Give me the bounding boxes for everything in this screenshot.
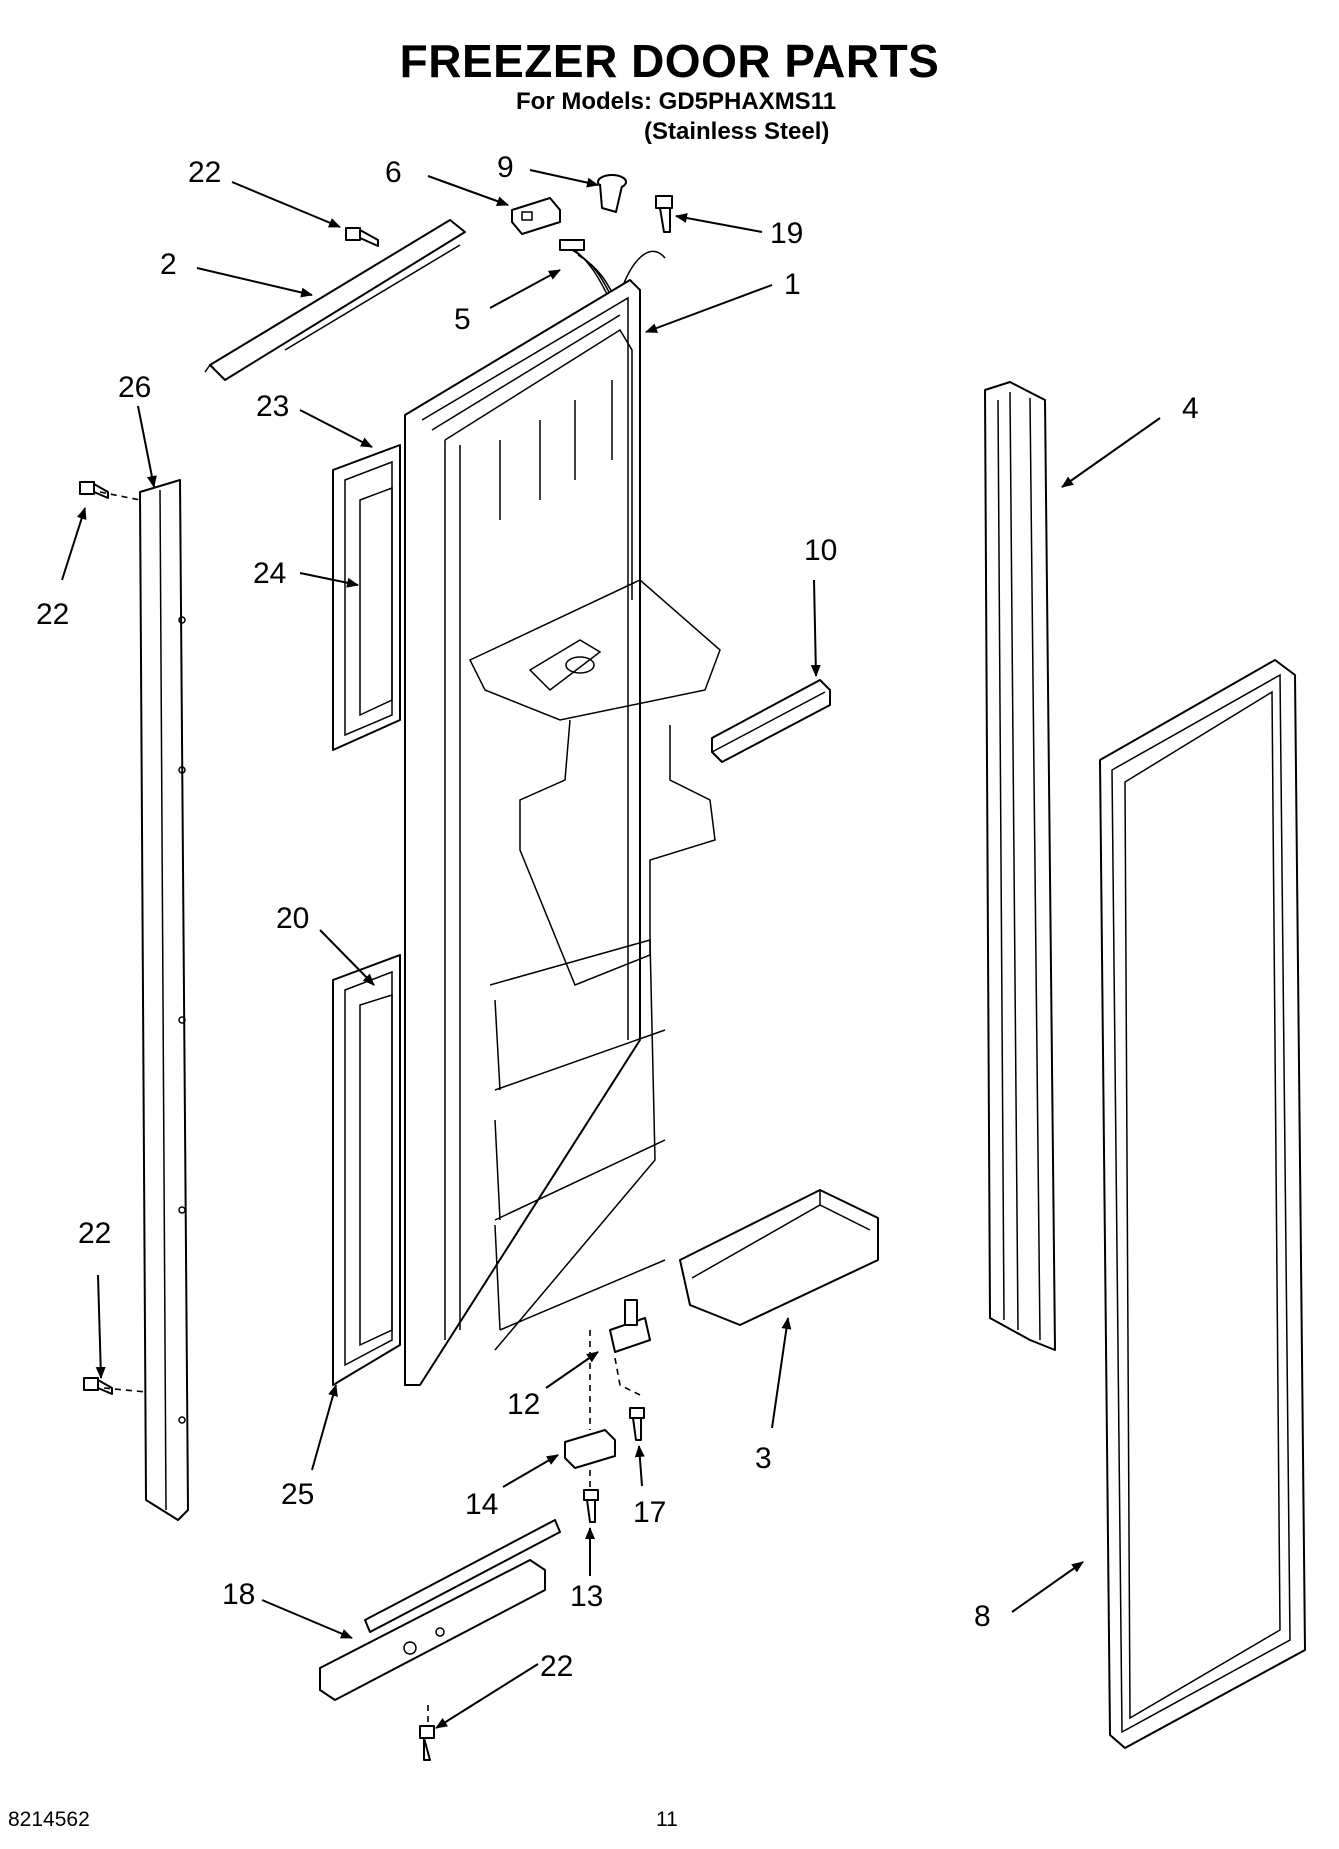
leader-22-left-lower	[95, 1274, 106, 1379]
hinge-pin	[609, 1299, 651, 1353]
door-switch	[597, 174, 627, 213]
leader-22-left-upper	[61, 507, 87, 581]
callout-1: 1	[784, 268, 801, 301]
callout-8: 8	[974, 1600, 991, 1633]
callout-12: 12	[507, 1388, 540, 1421]
callout-3: 3	[755, 1442, 772, 1475]
door-gasket	[1099, 659, 1306, 1749]
callout-2: 2	[160, 248, 177, 281]
callout-20: 20	[276, 902, 309, 935]
callout-13: 13	[570, 1580, 603, 1613]
lower-door-panel	[332, 954, 401, 1386]
leader-25	[311, 1384, 338, 1471]
hinge-screw-17	[629, 1407, 645, 1441]
hinge-screw-13	[583, 1489, 599, 1523]
leader-2	[196, 267, 313, 298]
hinge-block	[564, 1429, 616, 1469]
leader-12	[545, 1351, 599, 1389]
wire-connector	[511, 197, 561, 235]
screw-left-upper	[79, 481, 109, 499]
models-line: For Models: GD5PHAXMS11	[516, 88, 837, 115]
callout-5: 5	[454, 303, 471, 336]
screw-top-left	[345, 227, 379, 247]
callout-10: 10	[804, 534, 837, 567]
top-trim-strip	[204, 219, 466, 381]
switch-screw	[655, 195, 673, 233]
door-liner	[404, 279, 721, 1386]
leader-23	[299, 409, 373, 448]
page-title: FREEZER DOOR PARTS	[399, 35, 940, 87]
callout-25: 25	[281, 1478, 314, 1511]
assembly-line	[99, 491, 141, 501]
leader-18	[261, 1599, 353, 1639]
screw-left-lower	[83, 1377, 113, 1395]
leader-9	[529, 169, 599, 188]
callout-22-left-lower: 22	[78, 1217, 111, 1250]
callout-26: 26	[118, 371, 151, 404]
callout-18: 18	[222, 1578, 255, 1611]
callout-4: 4	[1182, 392, 1199, 425]
leader-6	[427, 175, 509, 206]
callout-22-left-upper: 22	[36, 598, 69, 631]
document-number: 8214562	[8, 1808, 90, 1831]
callout-24: 24	[253, 557, 286, 590]
leader-1	[645, 284, 773, 333]
variant-line: (Stainless Steel)	[644, 118, 830, 145]
bottom-trim	[319, 1519, 561, 1701]
dispenser-rail	[711, 679, 831, 763]
leader-22-top	[231, 181, 341, 228]
leader-8	[1011, 1561, 1084, 1613]
callout-23: 23	[256, 390, 289, 423]
page-number: 11	[656, 1808, 678, 1831]
callout-22-top: 22	[188, 156, 221, 189]
assembly-line	[103, 1387, 147, 1393]
upper-door-panel	[332, 444, 401, 751]
callout-17: 17	[633, 1496, 666, 1529]
assembly-line	[614, 1357, 641, 1396]
handle-side-trim	[984, 381, 1056, 1351]
callout-19: 19	[770, 217, 803, 250]
leader-5	[489, 269, 561, 309]
leader-20	[319, 929, 375, 986]
leader-26	[137, 405, 157, 488]
leader-4	[1061, 417, 1161, 488]
door-bin	[679, 1189, 879, 1326]
leader-14	[502, 1454, 559, 1488]
callout-22-bottom: 22	[540, 1650, 573, 1683]
leader-22-bottom	[435, 1663, 539, 1729]
callout-6: 6	[385, 156, 402, 189]
hinge-side-trim	[139, 479, 189, 1521]
leader-19	[675, 213, 763, 233]
leader-10	[810, 579, 821, 677]
leader-3	[771, 1317, 792, 1429]
leader-24	[299, 572, 359, 588]
callout-9: 9	[497, 151, 514, 184]
callout-14: 14	[465, 1488, 498, 1521]
screw-bottom	[419, 1725, 435, 1761]
leader-17	[634, 1445, 645, 1487]
